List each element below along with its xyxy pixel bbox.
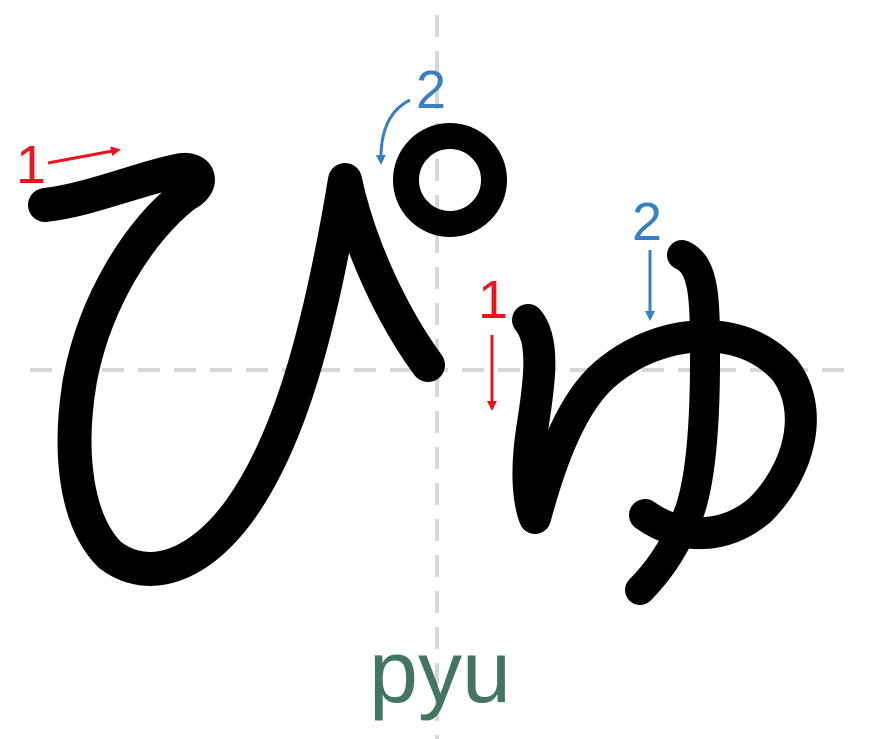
yu-stroke-1 bbox=[512, 304, 817, 550]
pi-stroke-2-handakuten bbox=[393, 123, 507, 237]
pi-stroke-1 bbox=[28, 152, 445, 586]
pi-stroke-1-arrow bbox=[47, 146, 121, 165]
pi-stroke-2-number: 2 bbox=[416, 60, 446, 120]
romaji-label: pyu bbox=[369, 622, 511, 721]
yu-stroke-2-number: 2 bbox=[632, 192, 662, 252]
yu-stroke-2 bbox=[625, 240, 720, 605]
pi-stroke-1-number: 1 bbox=[16, 135, 46, 195]
kana-yu-small bbox=[512, 240, 817, 605]
yu-stroke-1-number: 1 bbox=[478, 270, 508, 330]
kana-pi bbox=[28, 123, 507, 586]
pi-stroke-2-arrow bbox=[375, 98, 411, 165]
